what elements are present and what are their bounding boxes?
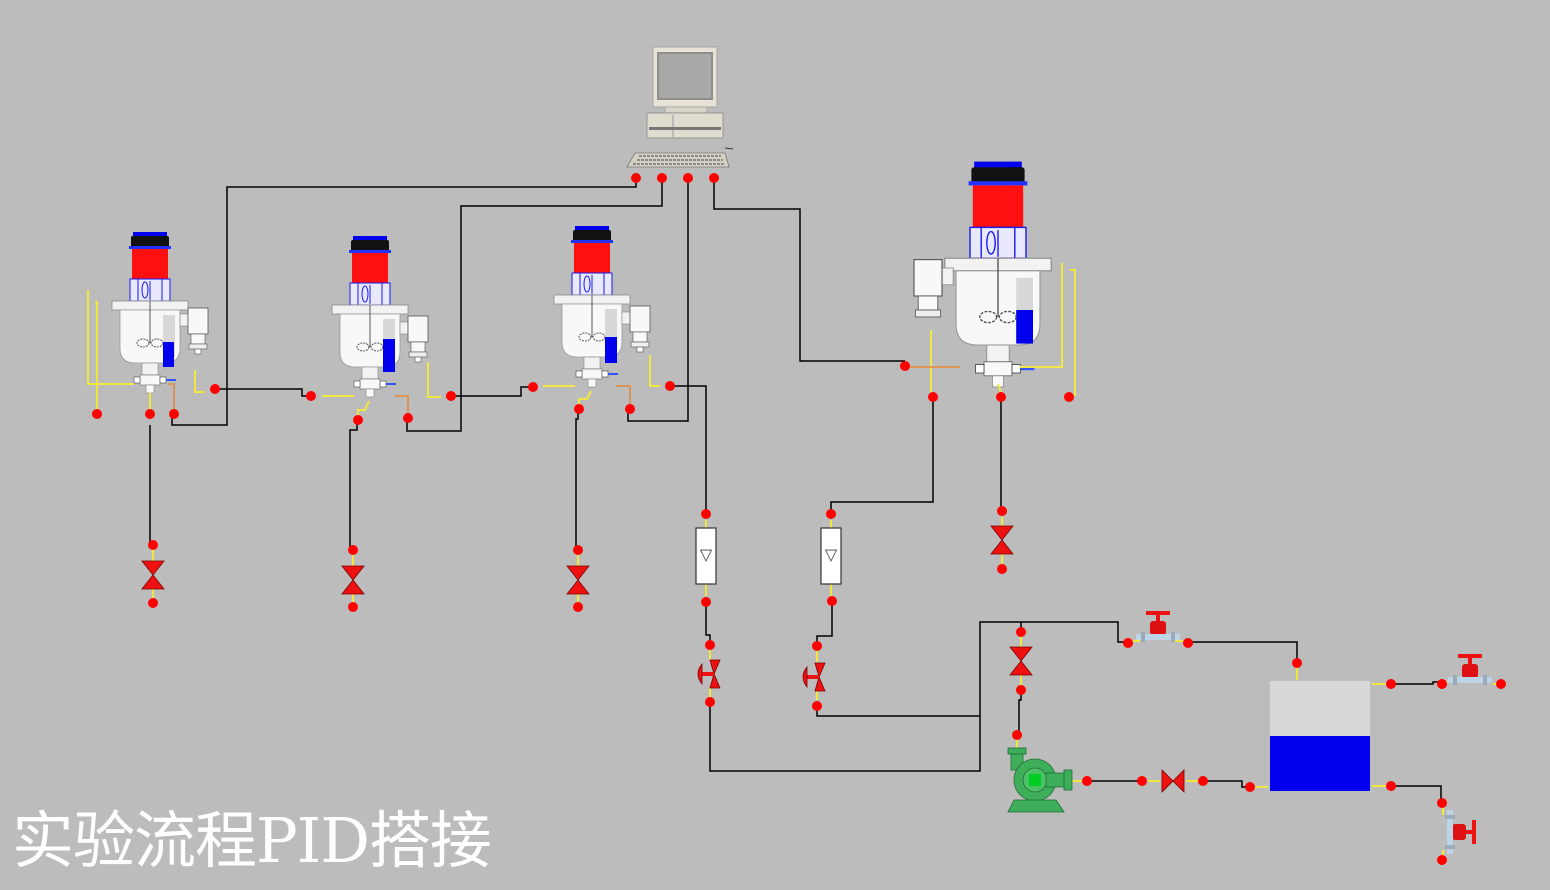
connection-port[interactable]	[827, 596, 837, 606]
connection-port[interactable]	[705, 640, 715, 650]
connection-port[interactable]	[92, 409, 102, 419]
connection-port[interactable]	[709, 173, 719, 183]
storage-tank[interactable]	[1270, 681, 1370, 791]
connection-port[interactable]	[210, 384, 220, 394]
connection-port[interactable]	[812, 641, 822, 651]
connection-port[interactable]	[928, 392, 938, 402]
connection-port[interactable]	[574, 404, 584, 414]
globe-valve-bottom[interactable]	[1445, 810, 1476, 854]
connection-port[interactable]	[826, 509, 836, 519]
connection-port[interactable]	[1437, 855, 1447, 865]
connection-port[interactable]	[145, 409, 155, 419]
connection-port[interactable]	[705, 697, 715, 707]
connection-port[interactable]	[1198, 776, 1208, 786]
signal-wires	[149, 178, 1442, 803]
connection-port[interactable]	[573, 602, 583, 612]
connection-port[interactable]	[997, 564, 1007, 574]
drain-valve-3[interactable]	[566, 565, 590, 595]
hot-pipes	[168, 366, 960, 416]
connection-port[interactable]	[701, 509, 711, 519]
connection-port[interactable]	[1292, 658, 1302, 668]
computer-workstation[interactable]	[626, 46, 734, 168]
connection-port[interactable]	[665, 381, 675, 391]
connection-port[interactable]	[1437, 679, 1447, 689]
centrifugal-pump[interactable]	[1007, 747, 1073, 813]
connection-port[interactable]	[1123, 638, 1133, 648]
pump-discharge-valve[interactable]	[1161, 769, 1185, 793]
connection-port[interactable]	[1012, 730, 1022, 740]
connection-port[interactable]	[1386, 679, 1396, 689]
connection-port[interactable]	[1183, 638, 1193, 648]
connection-port[interactable]	[403, 413, 413, 423]
control-valve-2[interactable]	[802, 662, 826, 692]
connection-port[interactable]	[1082, 776, 1092, 786]
svg-text:▽: ▽	[700, 545, 713, 564]
connection-port[interactable]	[1016, 627, 1026, 637]
reactor-3-level	[605, 337, 617, 363]
connection-port[interactable]	[1137, 776, 1147, 786]
connection-ports	[92, 173, 1506, 865]
connection-port[interactable]	[631, 173, 641, 183]
reactor-2[interactable]	[331, 235, 429, 398]
reactor-1-level	[163, 342, 174, 367]
connection-port[interactable]	[997, 506, 1007, 516]
flowmeter-1[interactable]: ▽	[695, 527, 717, 585]
reactor-4[interactable]	[913, 160, 1053, 389]
connection-port[interactable]	[701, 597, 711, 607]
drain-valve-4[interactable]	[990, 525, 1014, 555]
tank-level	[1270, 736, 1370, 791]
connection-port[interactable]	[353, 415, 363, 425]
connection-port[interactable]	[625, 404, 635, 414]
connection-port[interactable]	[812, 701, 822, 711]
connection-port[interactable]	[306, 391, 316, 401]
connection-port[interactable]	[148, 598, 158, 608]
globe-valve-right[interactable]	[1448, 654, 1492, 685]
pump-suction-valve[interactable]	[1009, 646, 1033, 676]
connection-port[interactable]	[996, 392, 1006, 402]
drain-valve-2[interactable]	[341, 565, 365, 595]
connection-port[interactable]	[528, 382, 538, 392]
svg-text:▽: ▽	[825, 545, 838, 564]
connection-port[interactable]	[1016, 685, 1026, 695]
connection-port[interactable]	[148, 540, 158, 550]
connection-port[interactable]	[446, 391, 456, 401]
connection-port[interactable]	[169, 409, 179, 419]
drain-valve-1[interactable]	[141, 560, 165, 590]
connection-port[interactable]	[683, 173, 693, 183]
reactor-2-level	[383, 339, 395, 372]
process-pipes	[87, 263, 1498, 856]
connection-port[interactable]	[1386, 781, 1396, 791]
connection-port[interactable]	[900, 361, 910, 371]
control-valve-1[interactable]	[697, 659, 721, 689]
flowmeter-2[interactable]: ▽	[820, 527, 842, 585]
connection-port[interactable]	[1437, 798, 1447, 808]
connection-port[interactable]	[1245, 782, 1255, 792]
connection-port[interactable]	[573, 545, 583, 555]
globe-valve-top[interactable]	[1136, 611, 1180, 642]
connection-port[interactable]	[1064, 392, 1074, 402]
reactor-1[interactable]	[111, 231, 209, 394]
connection-port[interactable]	[1496, 679, 1506, 689]
connection-port[interactable]	[348, 545, 358, 555]
page-title: 实验流程PID搭接	[12, 804, 492, 877]
reactor-3[interactable]	[553, 225, 651, 388]
connection-port[interactable]	[348, 602, 358, 612]
reactor-4-level	[1016, 310, 1033, 344]
connection-port[interactable]	[657, 173, 667, 183]
